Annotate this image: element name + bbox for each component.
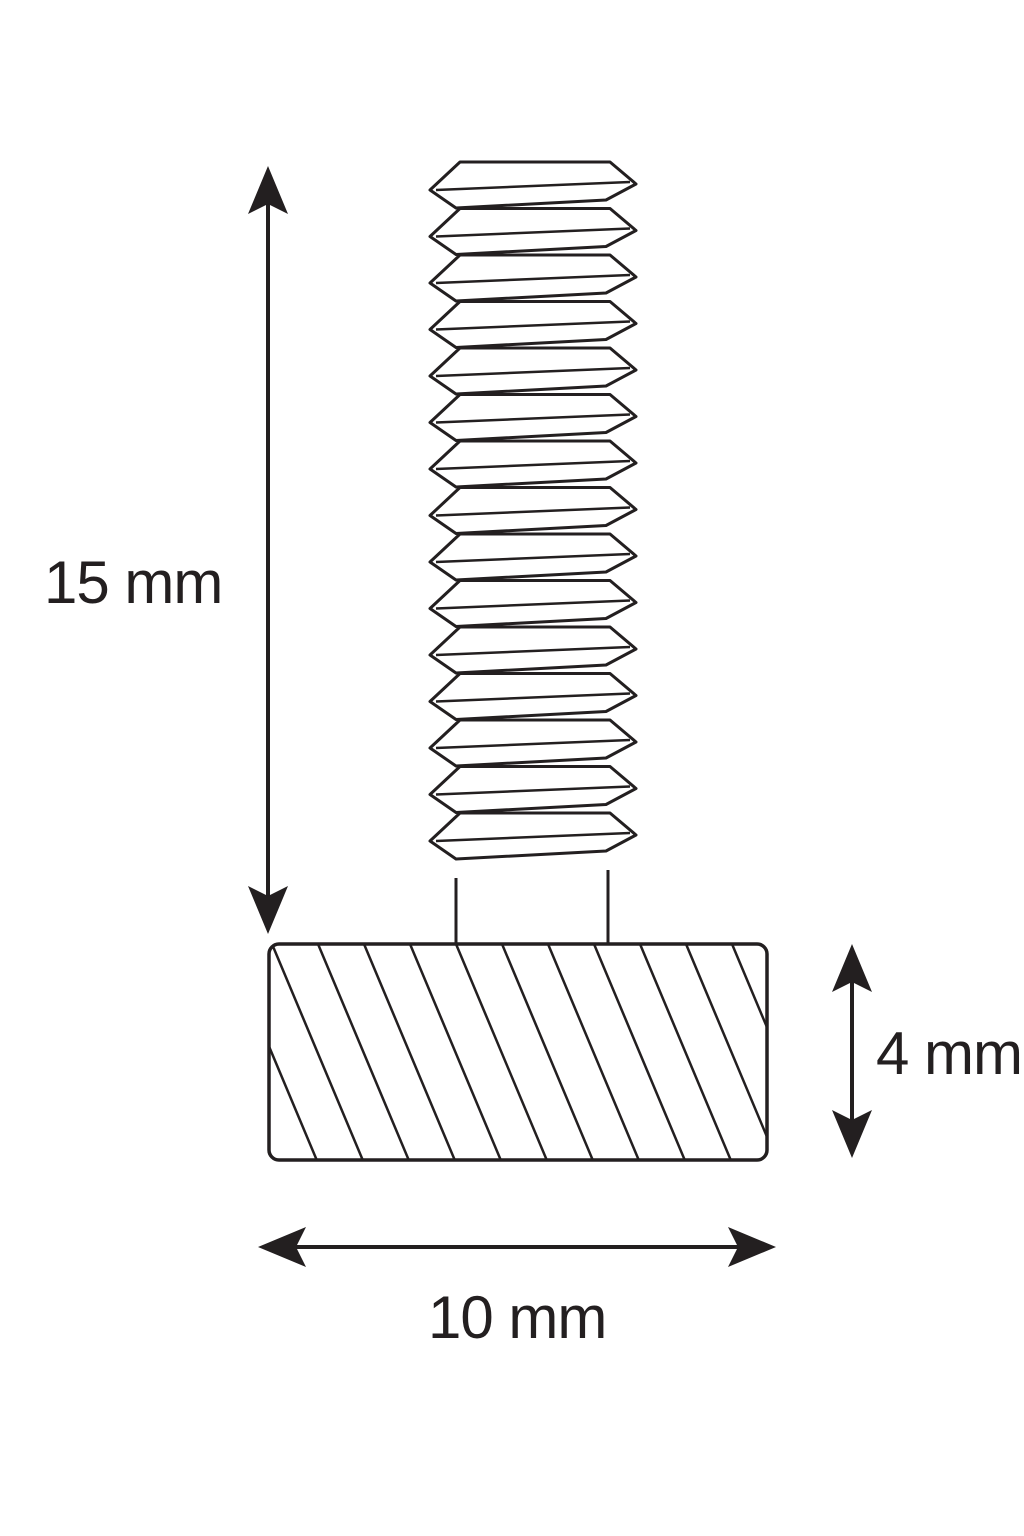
hatch-line xyxy=(500,944,594,1160)
hatch-line xyxy=(362,944,456,1160)
thread-edge xyxy=(435,227,631,238)
hatch-line xyxy=(730,944,767,1160)
hatch-line xyxy=(316,944,410,1160)
thread-edge xyxy=(435,831,631,843)
base-width-label: 10 mm xyxy=(428,1284,607,1351)
hatch-line xyxy=(270,944,364,1160)
base-width-arrow xyxy=(258,1227,776,1267)
thread-edge xyxy=(435,366,631,378)
thread-edge xyxy=(435,459,631,471)
base-height-arrow xyxy=(832,944,872,1158)
thread-edge xyxy=(435,599,631,610)
thread-edge xyxy=(435,645,631,657)
stud-neck xyxy=(454,870,610,944)
thread-edge xyxy=(435,692,631,703)
thread-edge xyxy=(435,738,631,750)
hatch-line xyxy=(454,944,548,1160)
thread-edge xyxy=(435,506,631,517)
base-height-label: 4 mm xyxy=(876,1020,1023,1087)
thread-edge xyxy=(435,273,631,285)
thread-edge xyxy=(435,552,631,564)
hatch-line xyxy=(638,944,732,1160)
thread-edge xyxy=(435,413,631,424)
hatch-line xyxy=(684,944,767,1160)
thread-edge xyxy=(435,785,631,796)
thread-edge xyxy=(435,180,631,192)
hatch-line xyxy=(592,944,686,1160)
hatch-line xyxy=(408,944,502,1160)
hatch-line xyxy=(269,944,272,1160)
thread-edge xyxy=(435,320,631,331)
magnet-base xyxy=(267,942,769,1162)
threaded-stud xyxy=(428,160,638,861)
hatch-line xyxy=(269,944,318,1160)
stud-length-label: 15 mm xyxy=(44,549,223,616)
stud-length-arrow xyxy=(248,166,288,934)
hatch-line xyxy=(546,944,640,1160)
